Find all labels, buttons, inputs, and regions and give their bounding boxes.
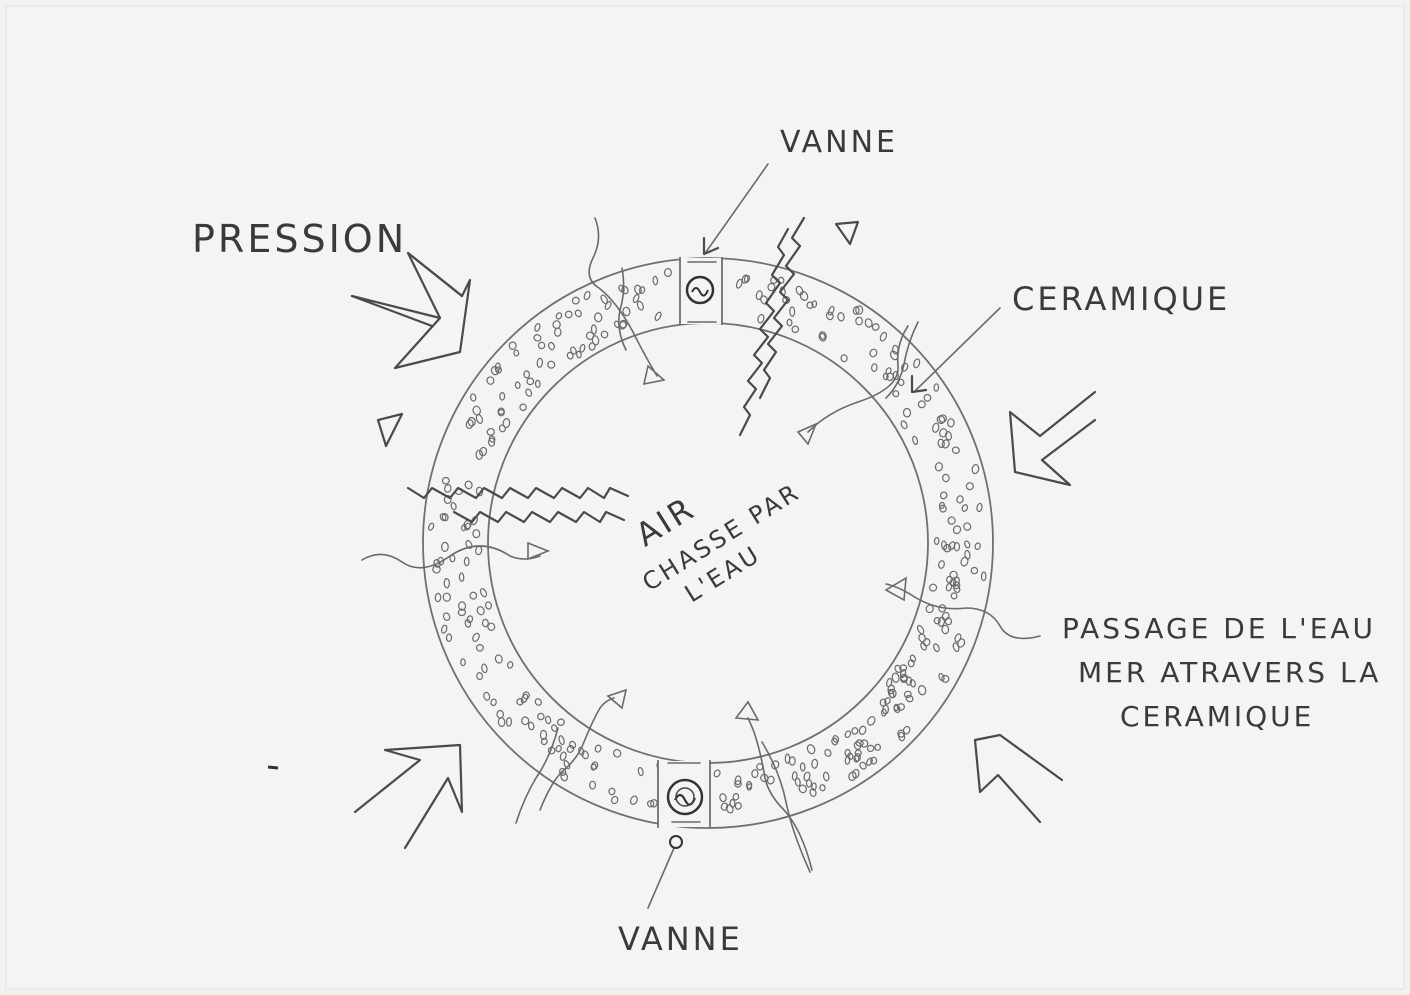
- bottom-valve: [658, 760, 710, 828]
- label-ceramique: CERAMIQUE: [1012, 280, 1230, 318]
- pencil-mark: [268, 767, 278, 768]
- paper-sheet: [6, 6, 1404, 989]
- label-passage-line1: PASSAGE DE L'EAU: [1062, 612, 1376, 645]
- top-valve: [680, 257, 722, 325]
- label-vanne-bottom: VANNE: [618, 920, 743, 958]
- label-pression: PRESSION: [192, 217, 407, 261]
- label-passage-line2: MER ATRAVERS LA: [1078, 656, 1381, 689]
- label-vanne-top: VANNE: [780, 125, 898, 160]
- label-passage-line3: CERAMIQUE: [1120, 700, 1314, 733]
